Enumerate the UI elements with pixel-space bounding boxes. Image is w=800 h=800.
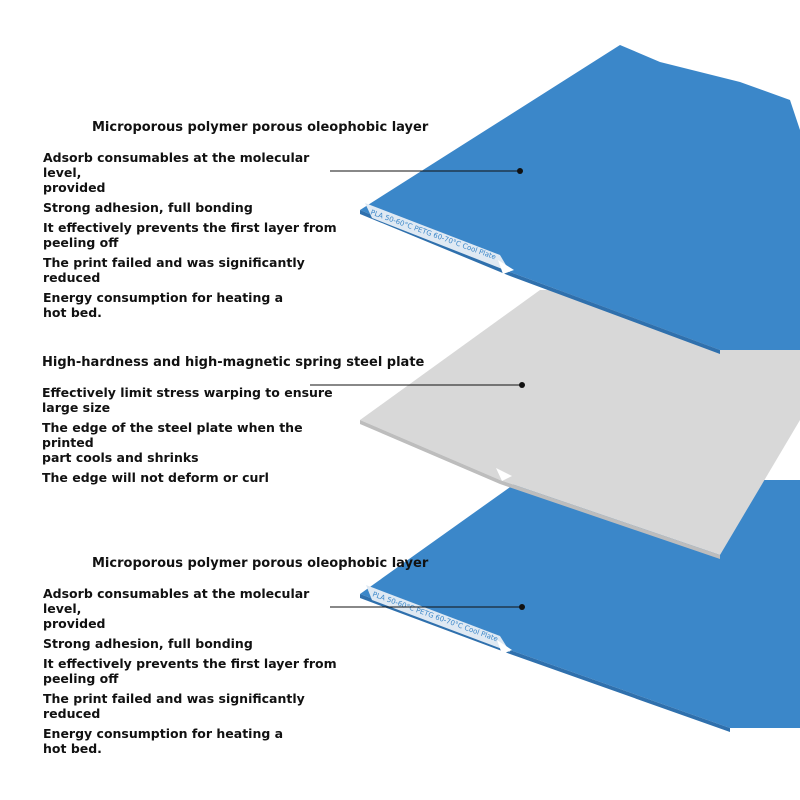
bottom-layer-features: Adsorb consumables at the molecular leve… [43,586,343,761]
bottom-feature-4: The print failed and was significantly r… [43,691,305,721]
bottom-layer-heading: Microporous polymer porous oleophobic la… [92,556,429,571]
steel-plate-notch [496,468,512,481]
top-feature-1: Adsorb consumables at the molecular leve… [43,150,310,195]
bottom-plate-edge [360,594,730,732]
top-callout-dot [517,168,523,174]
steel-plate-edge [360,420,720,559]
bottom-callout-dot [519,604,525,610]
bottom-plate-label-strip [366,585,510,652]
middle-layer-heading: High-hardness and high-magnetic spring s… [42,355,425,370]
middle-layer-features: Effectively limit stress warping to ensu… [42,385,342,490]
middle-feature-1: Effectively limit stress warping to ensu… [42,385,333,415]
top-layer-features: Adsorb consumables at the molecular leve… [43,150,343,325]
top-plate-notch [498,260,514,274]
top-feature-5: Energy consumption for heating a hot bed… [43,290,284,320]
bottom-feature-1: Adsorb consumables at the molecular leve… [43,586,310,631]
steel-plate [360,290,800,559]
top-feature-3: It effectively prevents the first layer … [43,220,337,250]
bottom-feature-3: It effectively prevents the first layer … [43,656,337,686]
top-plate-label-strip [365,203,510,272]
bottom-feature-2: Strong adhesion, full bonding [43,636,253,651]
middle-feature-2: The edge of the steel plate when the pri… [42,420,303,465]
top-layer-heading: Microporous polymer porous oleophobic la… [92,120,429,135]
middle-callout-dot [519,382,525,388]
top-feature-2: Strong adhesion, full bonding [43,200,253,215]
middle-feature-3: The edge will not deform or curl [42,470,269,485]
top-feature-4: The print failed and was significantly r… [43,255,305,285]
bottom-plate-notch [497,640,512,654]
callouts [310,168,525,610]
top-plate-surface [360,45,800,350]
top-plate-edge [360,210,720,354]
steel-plate-surface [360,290,800,555]
bottom-feature-5: Energy consumption for heating a hot bed… [43,726,284,756]
